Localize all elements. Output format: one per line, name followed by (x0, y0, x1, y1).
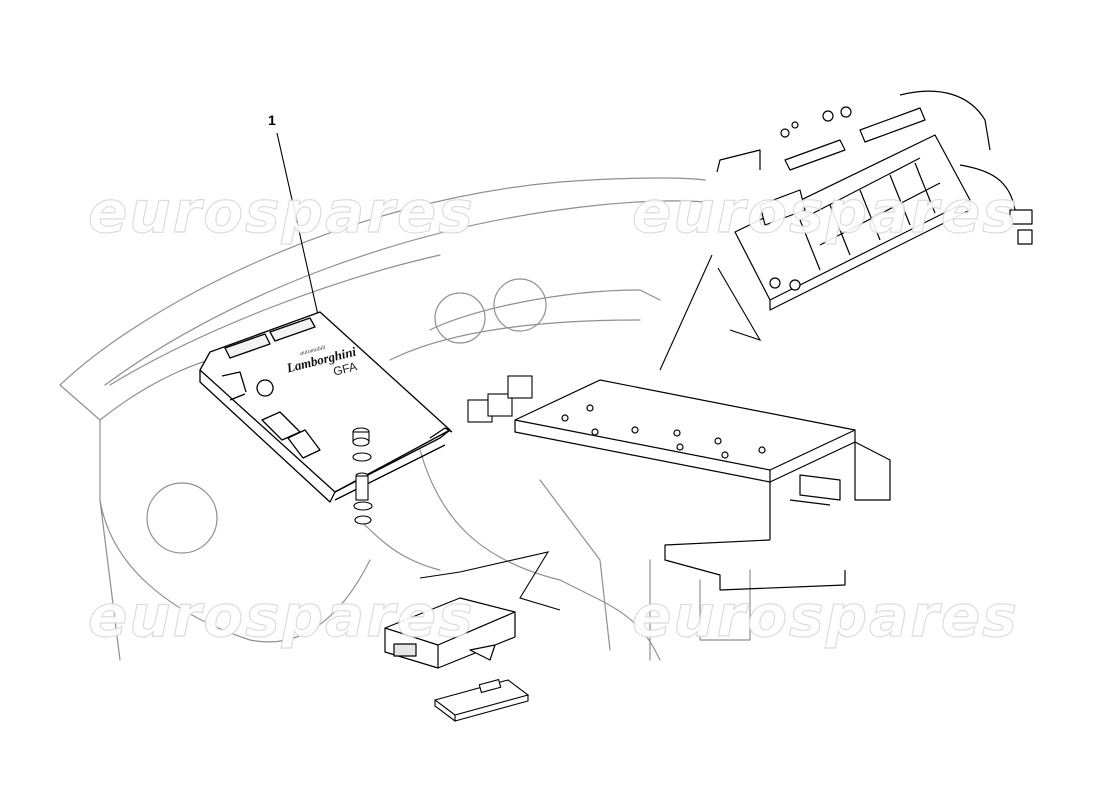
inset-pointer-bottom (419, 551, 561, 611)
ecu-unit (199, 311, 453, 503)
relay-bracket (514, 379, 891, 591)
control-module-small (384, 597, 516, 669)
mounting-hardware (352, 427, 373, 525)
callout-1-label: 1 (268, 112, 276, 128)
dashboard-lower-edge (59, 384, 371, 643)
dashboard-inner-edge (104, 200, 706, 386)
gauge-pod-center (434, 292, 486, 344)
gauge-pod-right (493, 278, 547, 332)
dashboard-face (99, 354, 231, 661)
connector-plate (433, 678, 530, 723)
inset-pointer-top (659, 254, 762, 371)
gauge-pod-left (146, 482, 218, 554)
relays (467, 375, 533, 423)
fuse-module-inset (716, 90, 1033, 311)
dashboard-outline (59, 177, 706, 386)
center-console (419, 449, 661, 661)
